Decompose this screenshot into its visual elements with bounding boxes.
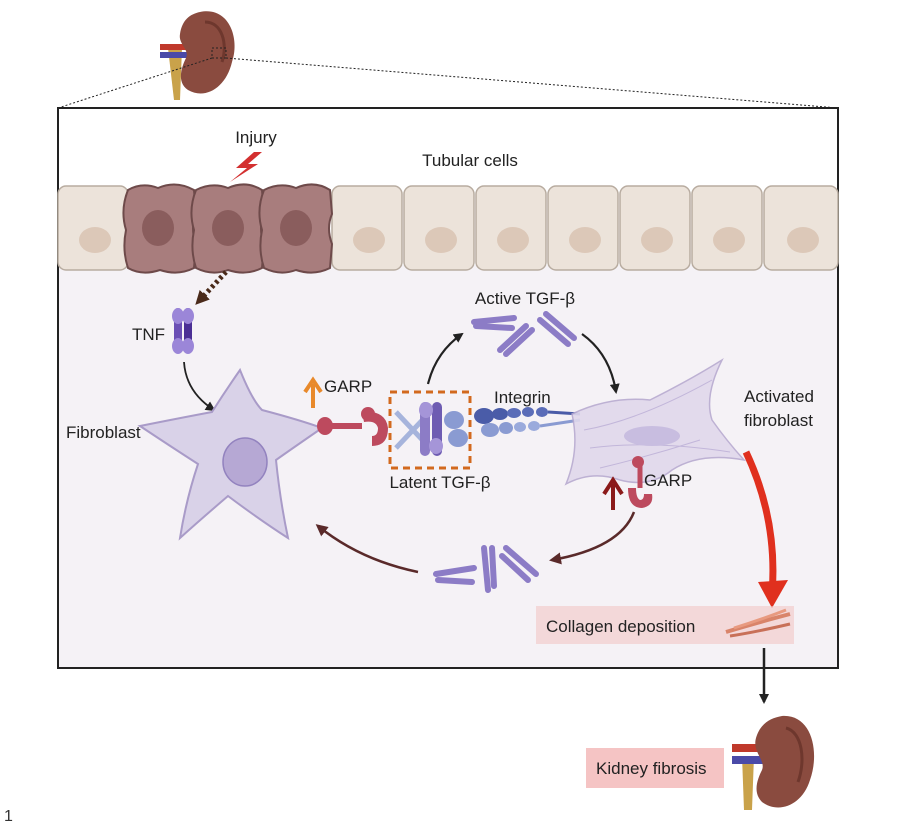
- garp-protein-right: [628, 456, 653, 508]
- lightning-icon: [230, 152, 262, 182]
- garp-protein-left: [317, 407, 388, 446]
- injured-cell: [190, 183, 266, 274]
- healthy-cell: [57, 185, 129, 271]
- fibroblast-label: Fibroblast: [66, 423, 141, 442]
- up-arrow-dark-icon: [602, 476, 624, 510]
- up-arrow-icon: [303, 376, 323, 408]
- latent-tgf-complex: [394, 402, 468, 456]
- tubular-cells-row: [57, 183, 839, 274]
- latent-tgf-highlight-box: [388, 390, 472, 470]
- healthy-cell: [763, 185, 839, 271]
- collagen-fiber-icon: [725, 608, 791, 638]
- garp-left-label: GARP: [324, 377, 372, 396]
- fibroblast-cell: [137, 367, 325, 541]
- healthy-cell: [475, 185, 547, 271]
- kidney-icon-bottom: [732, 715, 815, 810]
- tubular-cells-label: Tubular cells: [422, 151, 518, 170]
- injured-cell: [258, 183, 334, 274]
- collagen-arrowhead: [758, 580, 788, 608]
- page-number: 1: [4, 808, 13, 825]
- healthy-cell: [691, 185, 763, 271]
- healthy-cell: [331, 185, 403, 271]
- activated-fibroblast-cell: [564, 357, 747, 486]
- zoom-line-right: [225, 57, 839, 109]
- kidney-fibrosis-label-bg: [586, 748, 724, 788]
- active-tgf-icon: [471, 311, 577, 357]
- kidney-fibrosis-label: Kidney fibrosis: [596, 759, 707, 778]
- activation-arrow-down: [581, 333, 620, 394]
- latent-tgf-label: Latent TGF-β: [389, 473, 490, 492]
- collagen-label: Collagen deposition: [546, 617, 695, 636]
- injured-cell: [122, 183, 198, 274]
- recycle-arrow-right: [549, 511, 636, 565]
- healthy-cell: [547, 185, 619, 271]
- tnf-to-fibroblast-arrow: [183, 361, 216, 412]
- integrin-label: Integrin: [494, 388, 551, 407]
- activated-fibroblast-label-line2: fibroblast: [744, 411, 813, 430]
- healthy-cell: [403, 185, 475, 271]
- tnf-receptor-icon: [172, 308, 194, 354]
- collagen-arrow: [742, 450, 777, 595]
- recycle-arrow-left: [315, 524, 419, 574]
- garp-right-label: GARP: [644, 471, 692, 490]
- zoom-line-left: [57, 57, 213, 109]
- healthy-cell: [619, 185, 691, 271]
- injury-label: Injury: [235, 128, 277, 147]
- activation-arrow-up: [426, 332, 464, 385]
- free-tgf-icon: [433, 545, 539, 593]
- active-tgf-label: Active TGF-β: [475, 289, 575, 308]
- tnf-release-arrow: [195, 270, 228, 305]
- activated-fibroblast-label-line1: Activated: [744, 387, 814, 406]
- kidney-icon-top: [160, 11, 235, 100]
- tnf-label: TNF: [132, 325, 165, 344]
